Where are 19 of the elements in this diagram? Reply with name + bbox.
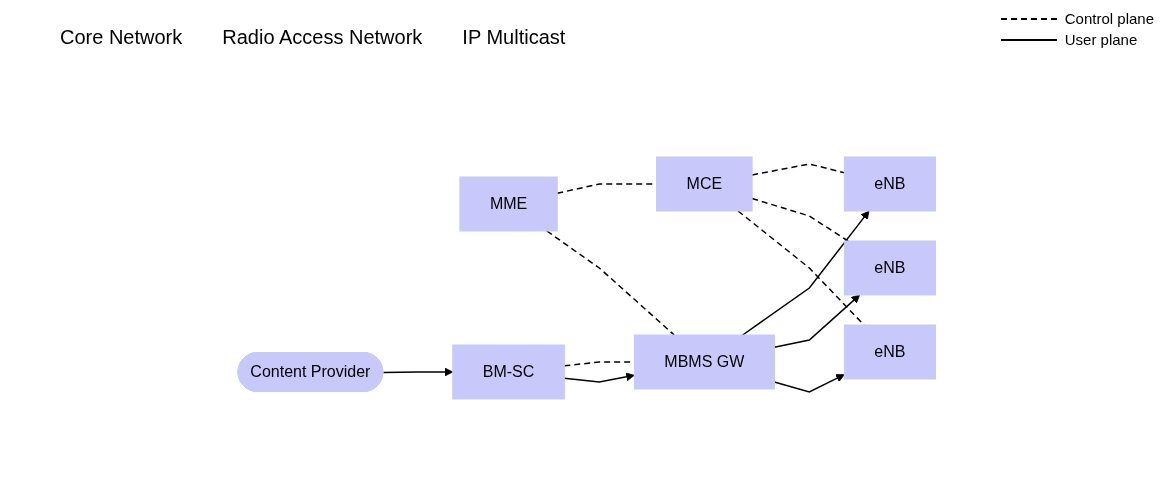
- arrow: [382, 367, 454, 377]
- connector: [751, 163, 846, 176]
- legend-label: User plane: [1064, 31, 1138, 48]
- node-box: BM-SC: [452, 344, 566, 400]
- node-box: eNB: [844, 324, 937, 380]
- connector: [546, 230, 676, 336]
- region-label: Radio Access Network: [222, 26, 423, 49]
- arrow: [773, 374, 845, 393]
- arrow: [773, 294, 861, 349]
- node-box: MBMS GW: [634, 334, 776, 390]
- region-label: IP Multicast: [462, 26, 566, 49]
- node-box: eNB: [844, 240, 937, 296]
- node-box: eNB: [844, 156, 937, 212]
- legend-label: Control plane: [1064, 10, 1154, 27]
- node-box: MME: [459, 176, 558, 232]
- arrow: [563, 372, 635, 383]
- region-label: Core Network: [60, 26, 183, 49]
- node-box: MCE: [656, 156, 753, 212]
- connector: [751, 197, 850, 242]
